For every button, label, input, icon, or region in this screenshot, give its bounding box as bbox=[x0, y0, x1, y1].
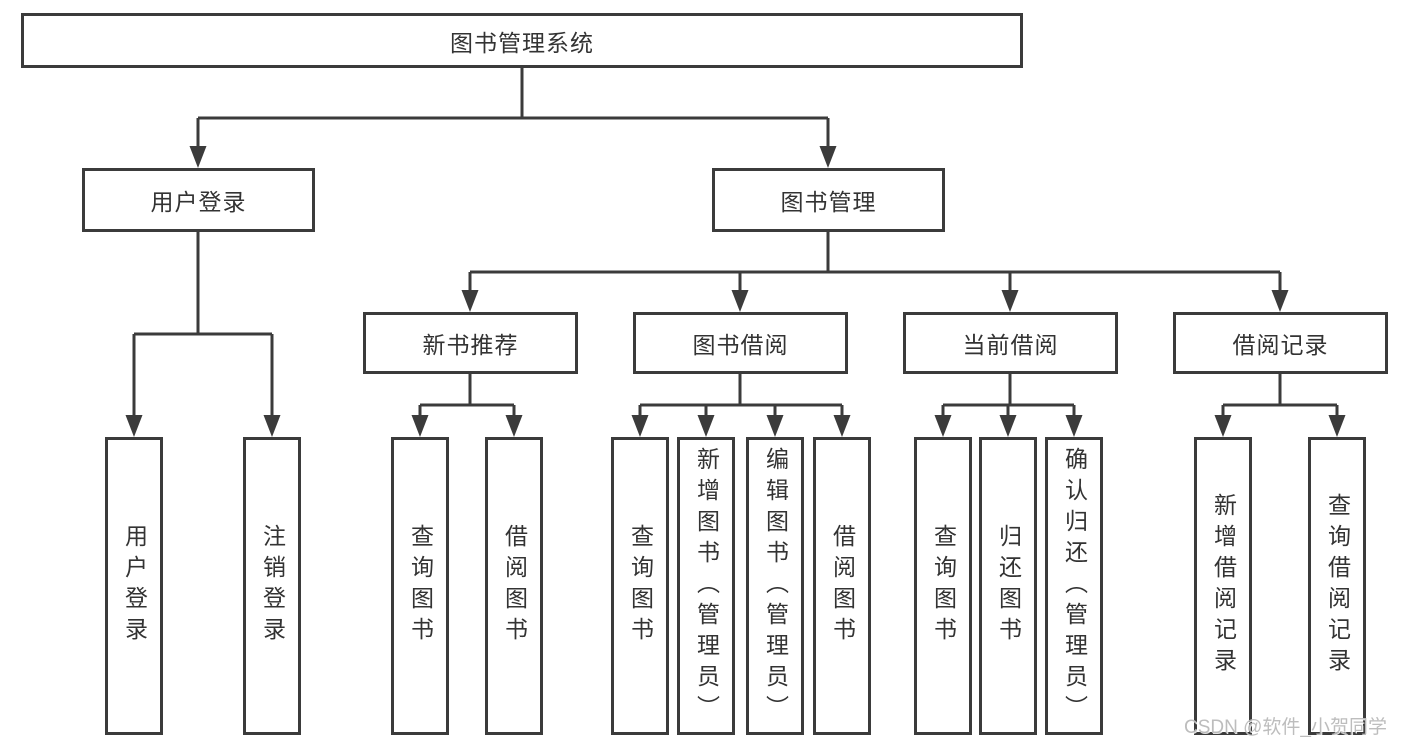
leaf-borrow-books-borrowing-label: 借阅图书 bbox=[829, 524, 856, 648]
leaf-user-login: 用户登录 bbox=[105, 437, 163, 735]
node-current-borrowing: 当前借阅 bbox=[903, 312, 1118, 374]
leaf-logout: 注销登录 bbox=[243, 437, 301, 735]
connector-root-to-level2 bbox=[196, 68, 830, 150]
leaf-query-borrow-record-label: 查询借阅记录 bbox=[1324, 493, 1351, 679]
leaf-query-books-current-label: 查询图书 bbox=[930, 524, 957, 648]
node-system-root: 图书管理系统 bbox=[21, 13, 1023, 68]
leaf-confirm-return-admin-label: 确认归还（管理员） bbox=[1061, 446, 1088, 726]
leaf-borrow-books-recommend-label: 借阅图书 bbox=[501, 524, 528, 648]
leaf-query-books-recommend-label: 查询图书 bbox=[407, 524, 434, 648]
leaf-add-borrow-record-label: 新增借阅记录 bbox=[1210, 493, 1237, 679]
leaf-add-borrow-record: 新增借阅记录 bbox=[1194, 437, 1252, 735]
leaf-query-borrow-record: 查询借阅记录 bbox=[1308, 437, 1366, 735]
leaf-query-books-current: 查询图书 bbox=[914, 437, 972, 735]
node-system-root-label: 图书管理系统 bbox=[450, 29, 594, 56]
node-user-login: 用户登录 bbox=[82, 168, 315, 232]
node-book-management: 图书管理 bbox=[712, 168, 945, 232]
leaf-query-books-recommend: 查询图书 bbox=[391, 437, 449, 735]
leaf-add-books-admin: 新增图书（管理员） bbox=[677, 437, 735, 735]
leaf-edit-books-admin: 编辑图书（管理员） bbox=[746, 437, 804, 735]
leaf-borrow-books-recommend: 借阅图书 bbox=[485, 437, 543, 735]
csdn-watermark: CSDN @软件_小贺同学 bbox=[1184, 717, 1387, 738]
connector-login-to-leaves bbox=[132, 232, 274, 419]
connector-current-to-leaves bbox=[941, 374, 1076, 419]
leaf-logout-label: 注销登录 bbox=[259, 524, 286, 648]
node-borrowing-records: 借阅记录 bbox=[1173, 312, 1388, 374]
connector-borrowing-to-leaves bbox=[638, 374, 844, 419]
connector-records-to-leaves bbox=[1221, 374, 1339, 419]
connector-recommend-to-leaves bbox=[418, 374, 516, 419]
arrowheads bbox=[125, 146, 1346, 437]
node-book-borrowing: 图书借阅 bbox=[633, 312, 848, 374]
node-new-book-recommend: 新书推荐 bbox=[363, 312, 578, 374]
node-new-book-recommend-label: 新书推荐 bbox=[422, 332, 519, 358]
leaf-user-login-label: 用户登录 bbox=[121, 524, 148, 648]
leaf-query-books-borrowing: 查询图书 bbox=[611, 437, 669, 735]
leaf-confirm-return-admin: 确认归还（管理员） bbox=[1045, 437, 1103, 735]
leaf-query-books-borrowing-label: 查询图书 bbox=[627, 524, 654, 648]
node-current-borrowing-label: 当前借阅 bbox=[962, 332, 1059, 358]
node-book-borrowing-label: 图书借阅 bbox=[692, 332, 789, 358]
leaf-return-books: 归还图书 bbox=[979, 437, 1037, 735]
node-user-login-label: 用户登录 bbox=[150, 189, 247, 215]
node-book-management-label: 图书管理 bbox=[780, 189, 877, 215]
leaf-borrow-books-borrowing: 借阅图书 bbox=[813, 437, 871, 735]
leaf-add-books-admin-label: 新增图书（管理员） bbox=[693, 446, 720, 726]
leaf-return-books-label: 归还图书 bbox=[995, 524, 1022, 648]
node-borrowing-records-label: 借阅记录 bbox=[1232, 332, 1329, 358]
leaf-edit-books-admin-label: 编辑图书（管理员） bbox=[762, 446, 789, 726]
connector-management-to-level3 bbox=[468, 232, 1282, 294]
